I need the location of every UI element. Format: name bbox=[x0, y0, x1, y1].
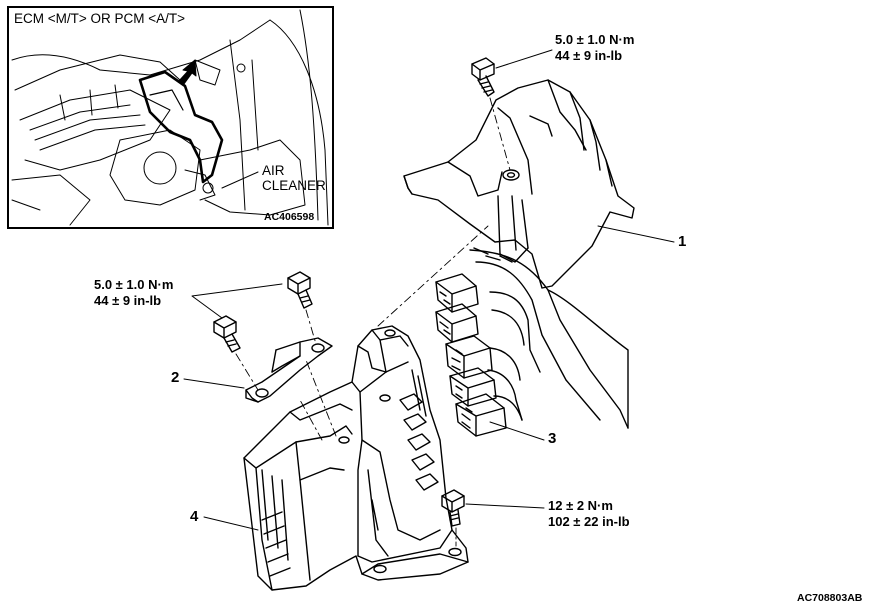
figure-code: AC708803AB bbox=[797, 592, 863, 604]
torque-spec-top-imperial: 44 ± 9 in-lb bbox=[555, 48, 623, 63]
mount-axis-long bbox=[305, 359, 337, 437]
ecm-mount-bolt bbox=[441, 489, 465, 527]
torque-spec-top-metric: 5.0 ± 1.0 N·m bbox=[555, 32, 635, 47]
callout-1: 1 bbox=[678, 233, 687, 250]
engine-bay-inset-drawing bbox=[11, 9, 329, 226]
cover-to-ecm-axis bbox=[377, 225, 489, 327]
inset-ecm-highlight bbox=[138, 70, 224, 184]
callout-3: 3 bbox=[548, 430, 557, 447]
bolt-leader-bracket-left bbox=[191, 283, 283, 319]
bolt-axis-top bbox=[489, 97, 511, 171]
bolt-leader-lower bbox=[465, 503, 545, 509]
part-2-bracket bbox=[245, 337, 333, 403]
inset-title: ECM <M/T> OR PCM <A/T> bbox=[14, 11, 186, 26]
ecm-axis-lower bbox=[299, 399, 323, 441]
bolt-leader-top bbox=[495, 49, 553, 69]
inset-figure-code: AC406598 bbox=[264, 211, 315, 223]
torque-spec-bracket-imperial: 44 ± 9 in-lb bbox=[94, 293, 162, 308]
callout-4-leader bbox=[203, 516, 259, 531]
bracket-bolt-right bbox=[287, 271, 313, 309]
air-cleaner-label-line-1: AIR bbox=[262, 163, 285, 178]
part-3-harness bbox=[469, 247, 629, 429]
bolt-axis-bracket-left bbox=[235, 353, 259, 391]
bolt-axis-bracket-right bbox=[305, 309, 317, 345]
callout-2: 2 bbox=[171, 369, 180, 386]
torque-spec-bracket-metric: 5.0 ± 1.0 N·m bbox=[94, 277, 174, 292]
air-cleaner-leader-line bbox=[221, 171, 259, 189]
callout-2-leader bbox=[183, 378, 245, 389]
bracket-bolt-left bbox=[213, 315, 241, 353]
inset-frame bbox=[7, 6, 334, 229]
torque-spec-lower-imperial: 102 ± 22 in-lb bbox=[548, 514, 630, 529]
callout-4: 4 bbox=[190, 508, 199, 525]
part-4-ecm-unit bbox=[243, 325, 469, 591]
inset-pointer-arrow bbox=[177, 59, 197, 85]
torque-spec-lower-metric: 12 ± 2 N·m bbox=[548, 498, 613, 513]
cover-bolt bbox=[471, 57, 495, 97]
part-3-connectors bbox=[435, 273, 507, 437]
callout-3-leader bbox=[489, 421, 545, 441]
air-cleaner-label-line-2: CLEANER bbox=[262, 178, 326, 193]
part-1-ecm-cover bbox=[403, 79, 635, 289]
callout-1-leader bbox=[597, 225, 675, 243]
